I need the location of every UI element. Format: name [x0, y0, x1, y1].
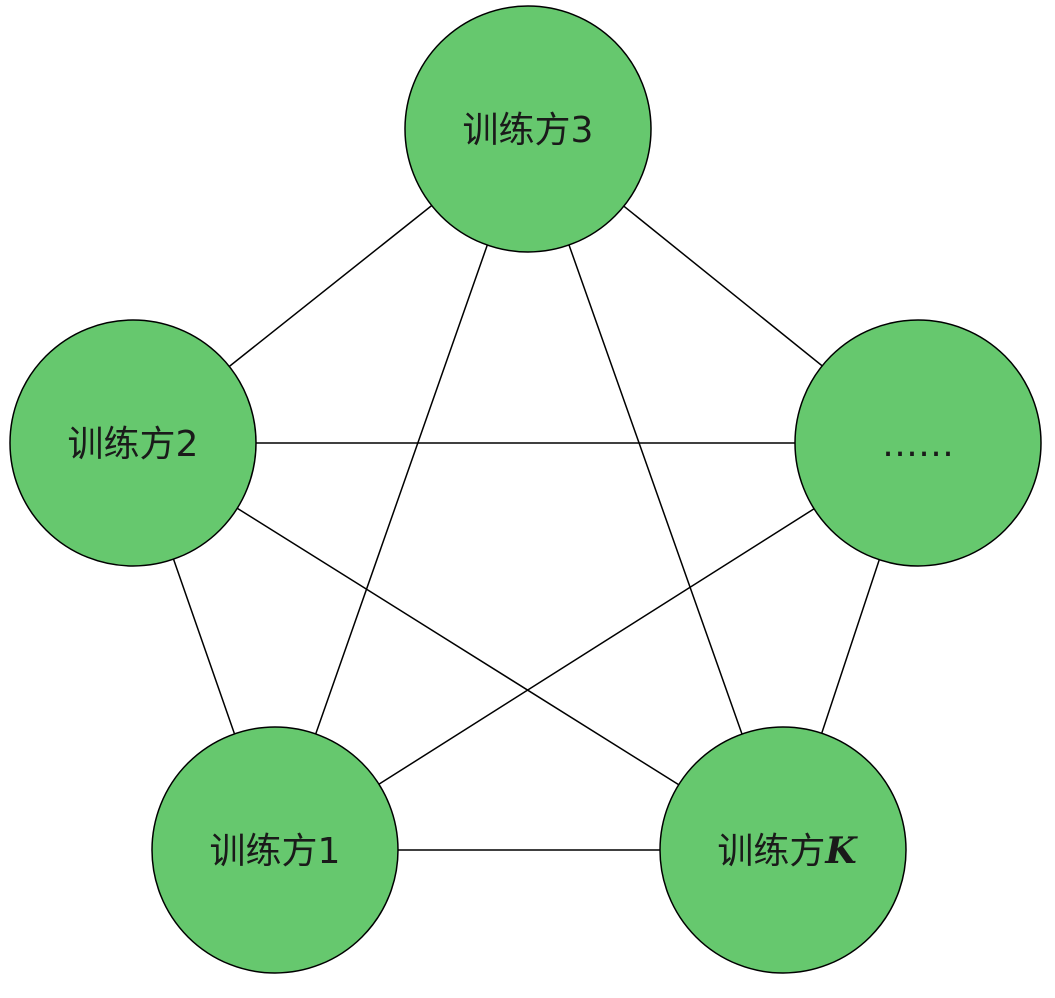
- node-n1: 训练方1: [151, 726, 399, 974]
- node-nK: 训练方K: [659, 726, 907, 974]
- node-circle: [9, 319, 257, 567]
- node-label-text: 训练方3: [463, 110, 594, 151]
- node-n2: 训练方2: [9, 319, 257, 567]
- edge-nDots-n1: [274, 442, 919, 851]
- edge-n3-n1: [274, 128, 529, 851]
- node-label-text: 训练方2: [68, 424, 199, 465]
- node-label: 训练方2: [68, 424, 199, 465]
- node-circle: [659, 726, 907, 974]
- node-n3: 训练方3: [404, 5, 652, 253]
- node-label-text: 训练方1: [210, 831, 341, 872]
- nodes: 训练方3 训练方2 …… 训练方1 训练方K: [9, 5, 1042, 974]
- node-label: ……: [882, 424, 954, 465]
- node-circle: [151, 726, 399, 974]
- node-nDots: ……: [794, 319, 1042, 567]
- edge-n2-nK: [132, 442, 784, 851]
- node-label: 训练方K: [717, 830, 858, 872]
- node-label: 训练方3: [463, 110, 594, 151]
- edge-n3-nK: [527, 128, 784, 851]
- node-label-text: 训练方: [717, 831, 825, 872]
- node-label-text: ……: [882, 424, 954, 465]
- node-label: 训练方1: [210, 831, 341, 872]
- node-circle: [404, 5, 652, 253]
- node-label-variable: K: [824, 830, 858, 872]
- node-circle: [794, 319, 1042, 567]
